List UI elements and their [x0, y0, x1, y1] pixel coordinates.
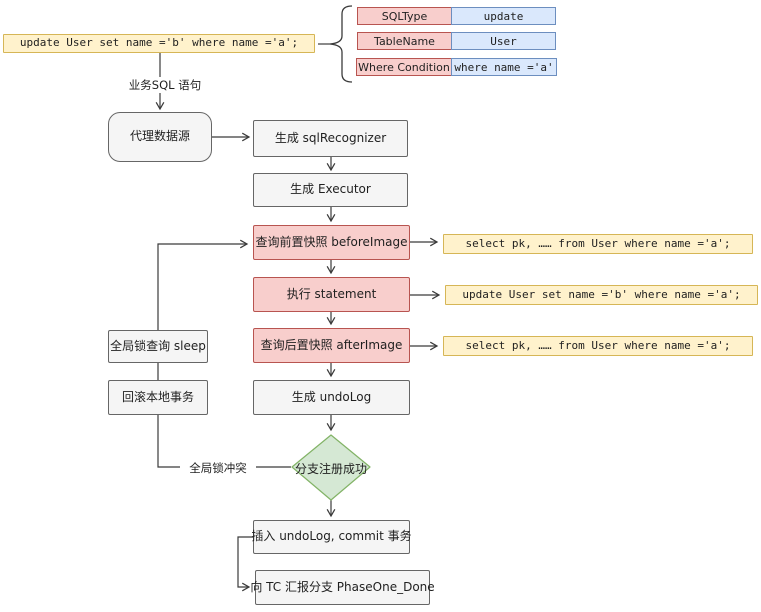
node-after-image: 查询后置快照 afterImage: [253, 328, 410, 363]
curly-brace: [329, 5, 353, 83]
node-before-image: 查询前置快照 beforeImage: [253, 225, 410, 260]
parse-value-cell: User: [451, 32, 556, 50]
sql-update-box: update User set name ='b' where name ='a…: [445, 285, 758, 305]
edge-label-business-sql: 业务SQL 语句: [115, 77, 215, 93]
parse-key-cell: SQLType: [357, 7, 452, 25]
node-proxy-datasource: 代理数据源: [108, 112, 212, 162]
node-gen-undolog: 生成 undoLog: [253, 380, 410, 415]
parse-key-cell: Where Condition: [356, 58, 452, 76]
node-gen-executor: 生成 Executor: [253, 173, 408, 207]
node-report-phaseone-done: 向 TC 汇报分支 PhaseOne_Done: [250, 570, 435, 605]
sql-before-select-box: select pk, …… from User where name ='a';: [443, 234, 753, 254]
node-insert-undolog-commit: 插入 undoLog, commit 事务: [251, 520, 412, 554]
parse-key-cell: TableName: [357, 32, 452, 50]
node-execute-statement: 执行 statement: [253, 277, 410, 312]
sql-after-select-box: select pk, …… from User where name ='a';: [443, 336, 753, 356]
sql-source-box: update User set name ='b' where name ='a…: [3, 34, 315, 53]
edge-label-global-lock-conflict: 全局锁冲突: [180, 460, 256, 476]
node-rollback-local-tx: 回滚本地事务: [108, 380, 208, 415]
parse-value-cell: update: [451, 7, 556, 25]
node-global-lock-sleep: 全局锁查询 sleep: [108, 330, 208, 363]
node-gen-sql-recognizer: 生成 sqlRecognizer: [253, 120, 408, 157]
parse-value-cell: where name ='a': [451, 58, 557, 76]
node-branch-register-ok: 分支注册成功: [294, 462, 367, 476]
